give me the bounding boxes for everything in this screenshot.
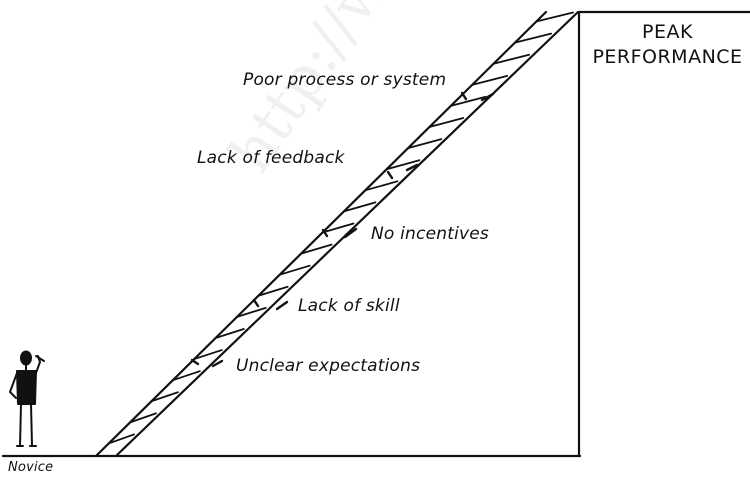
ladder-rung [150, 391, 179, 403]
ladder-rung [385, 159, 421, 171]
obstacle-unclear-expectations: Unclear expectations [236, 356, 421, 376]
peak-label: PEAK PERFORMANCE [585, 20, 750, 70]
peak-label-line-1: PEAK [642, 21, 693, 43]
broken-rung-icon [343, 227, 358, 239]
ladder-rung [342, 201, 377, 213]
ladder-rung [428, 117, 465, 128]
ladder-rail-right [115, 10, 580, 457]
novice-label: Novice [8, 460, 54, 475]
ladder-rung [535, 11, 574, 23]
broken-rung-icon [460, 91, 468, 101]
broken-rung-icon [211, 359, 224, 368]
ladder-rung [129, 412, 157, 424]
ladder-rung [193, 349, 223, 360]
ladder-rung [407, 138, 443, 150]
peak-label-line-2: PERFORMANCE [592, 46, 743, 68]
ladder-rung [364, 180, 399, 192]
broken-rung-icon [480, 92, 495, 102]
broken-rung-icon [252, 298, 260, 308]
ladder-rung [278, 264, 311, 276]
broken-rung-icon [190, 358, 200, 366]
ladder-rung [514, 32, 552, 44]
obstacle-lack-of-skill: Lack of skill [298, 296, 400, 316]
obstacle-poor-process: Poor process or system [243, 70, 447, 90]
broken-rung-icon [275, 300, 289, 311]
ladder-rung [214, 328, 245, 339]
broken-rung-icon [405, 163, 419, 172]
ladder-rung [236, 306, 267, 318]
person-figure-icon [9, 350, 45, 447]
ladder-rung [449, 96, 487, 107]
obstacle-no-incentives: No incentives [371, 224, 489, 244]
ladder-rung [321, 222, 355, 234]
broken-rungs [190, 91, 495, 368]
obstacle-lack-of-feedback: Lack of feedback [197, 148, 345, 168]
peak-block [577, 10, 750, 456]
ladder-rung [171, 370, 201, 382]
ladder-rung [257, 285, 289, 297]
broken-rung-icon [386, 170, 394, 180]
ladder-rung [300, 243, 333, 255]
broken-rung-icon [321, 228, 329, 238]
ladder-rung [107, 433, 135, 445]
ladder-icon [95, 10, 580, 457]
ladder-rung [492, 53, 531, 65]
ladder-rail-left [95, 10, 548, 457]
ladder-rung [471, 74, 509, 86]
